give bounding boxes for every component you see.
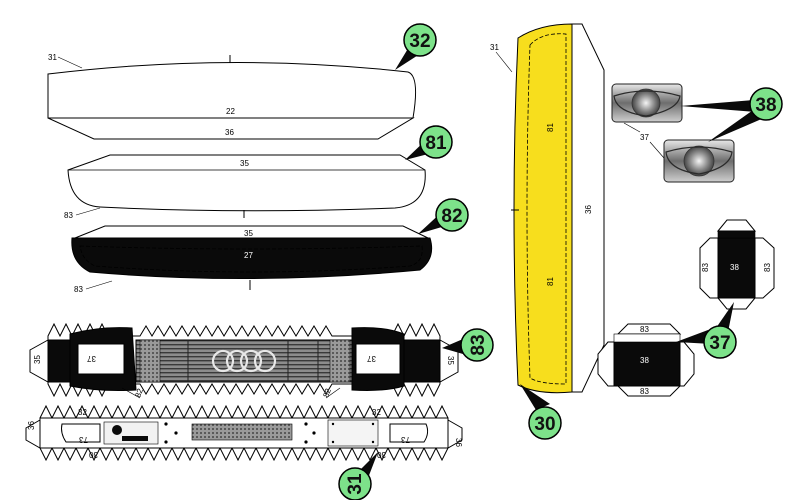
part-83-grille-strip: 35 37 37 35 82 82 xyxy=(29,322,459,399)
part-30-panel: 31 81 36 81 xyxy=(490,23,605,394)
label-83: 83 xyxy=(74,285,83,294)
label-27: 27 xyxy=(244,251,253,260)
label-30: 30 xyxy=(377,450,386,459)
svg-text:31: 31 xyxy=(345,473,366,495)
label-38: 38 xyxy=(640,356,649,365)
part-38-lamps: 37 xyxy=(611,83,735,183)
part-32-panel: 31 22 36 xyxy=(47,53,417,140)
badge-37: 37 xyxy=(676,302,737,359)
label-36: 36 xyxy=(225,128,234,137)
label-35: 35 xyxy=(33,355,42,364)
badge-30: 30 xyxy=(520,384,562,440)
label-36: 36 xyxy=(454,438,463,447)
label-32: 32 xyxy=(78,408,87,417)
label-38: 38 xyxy=(730,263,739,272)
label-83: 83 xyxy=(640,387,649,396)
label-83: 83 xyxy=(763,263,772,272)
badge-38: 38 xyxy=(680,87,783,142)
label-81: 81 xyxy=(546,123,555,132)
label-73: 73 xyxy=(79,435,88,444)
label-36: 36 xyxy=(27,421,36,430)
label-83: 83 xyxy=(64,211,73,220)
label-35: 35 xyxy=(240,159,249,168)
svg-text:38: 38 xyxy=(755,95,776,116)
svg-text:82: 82 xyxy=(441,206,462,227)
label-31: 31 xyxy=(490,43,499,52)
label-73: 73 xyxy=(401,435,410,444)
label-81: 81 xyxy=(546,277,555,286)
badge-31: 31 xyxy=(338,452,378,500)
svg-text:83: 83 xyxy=(468,334,489,355)
label-35: 35 xyxy=(446,356,455,365)
label-35: 35 xyxy=(244,229,253,238)
label-36: 36 xyxy=(584,205,593,214)
part-81-panel: 35 83 xyxy=(64,154,426,220)
label-37: 37 xyxy=(367,354,376,363)
badge-83: 83 xyxy=(442,328,494,362)
four-rings-logo xyxy=(211,349,277,373)
label-22: 22 xyxy=(226,107,235,116)
part-37-box-lower: 83 38 83 xyxy=(597,323,695,397)
label-31: 31 xyxy=(48,53,57,62)
part-82-panel: 35 27 83 xyxy=(71,225,433,294)
label-83: 83 xyxy=(701,263,710,272)
svg-text:32: 32 xyxy=(409,31,430,52)
badge-82: 82 xyxy=(418,198,469,234)
svg-text:37: 37 xyxy=(709,333,730,354)
part-37-box-upper: 83 83 38 xyxy=(699,219,775,310)
svg-text:30: 30 xyxy=(534,414,555,435)
badge-32: 32 xyxy=(395,23,437,70)
label-82: 82 xyxy=(133,387,145,399)
label-37: 37 xyxy=(640,133,649,142)
badge-81: 81 xyxy=(405,125,453,160)
svg-text:81: 81 xyxy=(425,133,447,154)
label-83: 83 xyxy=(640,325,649,334)
part-31-bumper-strip: 36 73 32 32 73 36 30 30 xyxy=(25,404,463,462)
label-37: 37 xyxy=(87,354,96,363)
label-30: 30 xyxy=(89,450,98,459)
label-32: 32 xyxy=(372,408,381,417)
label-82: 82 xyxy=(321,387,333,399)
